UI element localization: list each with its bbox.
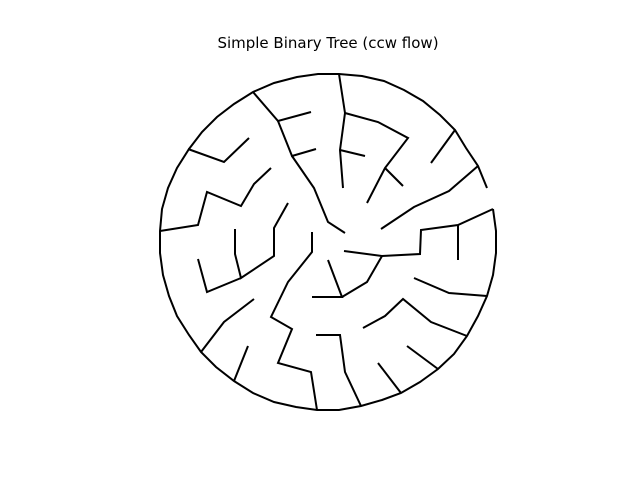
maze-wall [380,165,479,230]
maze-wall [384,167,404,187]
maze-wall [233,345,249,382]
maze-wall [377,362,402,394]
maze-wall [316,334,362,407]
maze-wall [339,149,366,157]
maze-wall [406,345,439,370]
maze-wall [362,297,468,337]
maze-wall [187,137,250,164]
maze-wall [159,167,272,232]
maze-wall [197,258,242,294]
maze-wall [344,112,410,204]
maze-wall [291,155,346,234]
maze-outer-boundary [159,73,497,411]
maze-wall [277,120,317,158]
maze-wall [252,91,312,123]
maze-wall [413,277,488,297]
maze-wall [269,232,318,411]
maze-wall [381,208,494,257]
maze-wall [200,298,255,353]
figure-title: Simple Binary Tree (ccw flow) [217,34,439,52]
maze-wall [338,73,347,189]
maze-wall [312,259,344,298]
maze-wall [341,250,384,298]
maze-wall [430,129,456,164]
maze-wall [234,202,289,280]
